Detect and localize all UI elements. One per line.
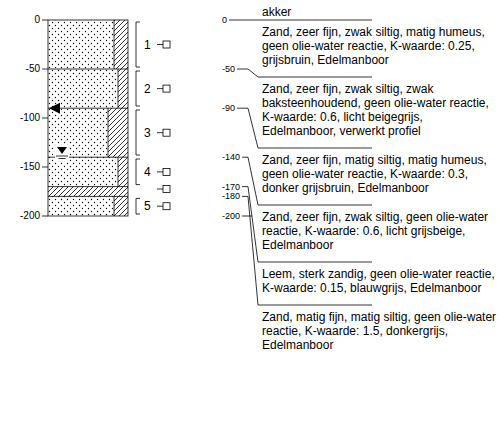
layer-description: Zand, zeer fijn, zwak siltig, zwak bakst… — [262, 82, 498, 138]
land-use-label: akker — [262, 5, 291, 19]
sand-fill — [48, 196, 114, 216]
soil-layers — [48, 20, 128, 216]
sample-number: 5 — [144, 199, 151, 213]
depth-tag: -200 — [222, 211, 240, 221]
groundwater-symbol — [55, 145, 69, 161]
sand-fill — [48, 20, 114, 69]
silt-fill — [118, 69, 128, 108]
leader-line — [242, 216, 252, 217]
layer-description: Leem, sterk zandig, geen olie-water reac… — [262, 267, 498, 295]
layer-description: Zand, matig fijn, matig siltig, geen oli… — [262, 310, 498, 352]
depth-tag: -170 — [222, 182, 240, 192]
sample-number: 3 — [144, 126, 151, 140]
sand-fill — [48, 157, 118, 186]
sample-symbols — [157, 41, 170, 210]
depth-tag: -140 — [222, 152, 240, 162]
depth-axis-label: -100 — [4, 112, 40, 124]
sample-number: 2 — [144, 82, 151, 96]
loam-fill — [48, 187, 128, 197]
depth-tag: -50 — [222, 64, 235, 74]
silt-fill — [114, 196, 128, 216]
depth-axis-label: -200 — [4, 210, 40, 222]
leader-line — [229, 20, 372, 21]
depth-axis-label: 0 — [4, 14, 40, 26]
axis-ticks — [42, 20, 48, 216]
sample-brackets — [136, 22, 140, 214]
silt-fill — [108, 108, 128, 157]
layer-description: Zand, zeer fijn, matig siltig, matig hum… — [262, 153, 498, 195]
depth-tag: -180 — [222, 191, 240, 201]
depth-axis-label: -150 — [4, 161, 40, 173]
layer-boundaries — [48, 20, 128, 216]
depth-tag: 0 — [222, 15, 227, 25]
silt-fill — [114, 20, 128, 69]
layer-description: Zand, zeer fijn, zwak siltig, matig hume… — [262, 25, 498, 67]
silt-fill — [118, 157, 128, 186]
leader-line — [237, 69, 372, 77]
layer-description: Zand, zeer fijn, zwak siltig, geen olie-… — [262, 210, 498, 252]
depth-tag: -90 — [222, 103, 235, 113]
sample-number: 1 — [144, 38, 151, 52]
water-inflow-marker — [49, 103, 60, 114]
sand-fill — [48, 69, 118, 108]
depth-axis-label: -50 — [4, 63, 40, 75]
sample-number: 4 — [144, 165, 151, 179]
